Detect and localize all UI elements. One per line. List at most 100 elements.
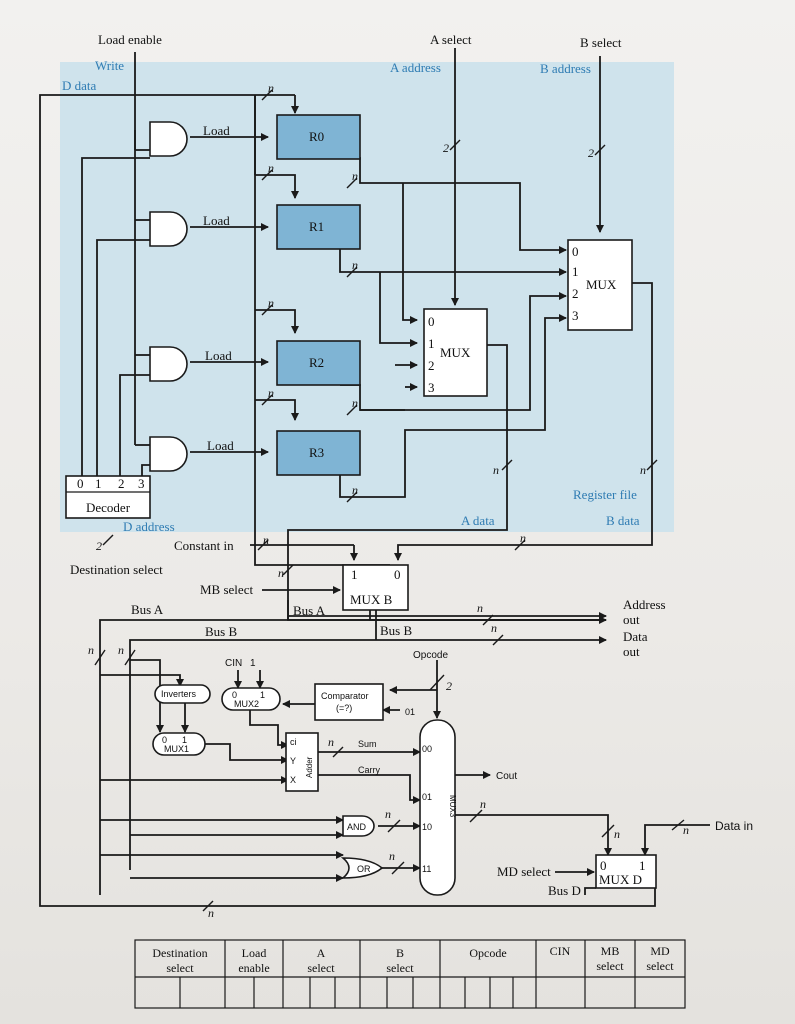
- data-in-label: Data in: [715, 819, 753, 833]
- width-2: 2: [96, 539, 102, 553]
- decoder-out3: 3: [138, 476, 145, 491]
- mux-d-label: MUX D: [599, 872, 642, 887]
- decoder-out2: 2: [118, 476, 125, 491]
- table-header-load-1: Load: [242, 946, 267, 960]
- b-data-label: B data: [606, 513, 640, 528]
- mux2-in1: 1: [260, 690, 265, 700]
- mux-a-label: MUX: [440, 345, 471, 360]
- adder-x: X: [290, 775, 296, 785]
- mux-b-in1: 1: [351, 567, 358, 582]
- comparator-label: Comparator: [321, 691, 369, 701]
- opcode-label: Opcode: [413, 650, 448, 661]
- width-2: 2: [588, 146, 594, 160]
- register-file-label: Register file: [573, 487, 637, 502]
- register-r3-label: R3: [309, 445, 324, 460]
- width-n: n: [268, 386, 274, 400]
- bus-b-label-2: Bus B: [380, 623, 412, 638]
- mux-d: [595, 854, 657, 889]
- address-out-1: Address: [623, 597, 666, 612]
- width-n: n: [480, 797, 486, 811]
- a-address-label: A address: [390, 60, 441, 75]
- mux-b-reg-in1: 1: [572, 264, 579, 279]
- load-label-r2: Load: [205, 348, 232, 363]
- width-n: n: [520, 531, 526, 545]
- width-n: n: [352, 169, 358, 183]
- or-label: OR: [357, 864, 371, 874]
- mux-d-in0: 0: [600, 858, 607, 873]
- decoder-label: Decoder: [86, 500, 131, 515]
- width-n: n: [268, 81, 274, 95]
- and-gate: [342, 815, 375, 837]
- register-r1-label: R1: [309, 219, 324, 234]
- table-header-opcode: Opcode: [469, 946, 506, 960]
- d-data-label: D data: [62, 78, 97, 93]
- mux1-label: MUX1: [164, 744, 189, 754]
- mux2-in0: 0: [232, 690, 237, 700]
- data-out-1: Data: [623, 629, 648, 644]
- width-n: n: [491, 621, 497, 635]
- register-r3: [276, 430, 361, 476]
- width-2: 2: [443, 141, 449, 155]
- width-n: n: [118, 643, 124, 657]
- mux-a-select: [423, 308, 488, 397]
- comparator-code: 01: [405, 707, 415, 717]
- table-header-md-2: select: [646, 959, 674, 973]
- width-n: n: [208, 906, 214, 920]
- mux1-in1: 1: [182, 735, 187, 745]
- width-n: n: [263, 533, 269, 547]
- width-n: n: [268, 296, 274, 310]
- mux-b-reg-in3: 3: [572, 308, 579, 323]
- mux3-code-10: 10: [422, 822, 432, 832]
- bus-a-label: Bus A: [131, 602, 164, 617]
- decoder-out0: 0: [77, 476, 84, 491]
- bus-b-label: Bus B: [205, 624, 237, 639]
- mux-b-in0: 0: [394, 567, 401, 582]
- table-header-b-2: select: [386, 961, 414, 975]
- load-enable-label: Load enable: [98, 32, 162, 47]
- write-label: Write: [95, 58, 124, 73]
- width-n: n: [88, 643, 94, 657]
- width-2: 2: [446, 679, 452, 693]
- load-label-r3: Load: [207, 438, 234, 453]
- a-data-label: A data: [461, 513, 495, 528]
- width-n: n: [352, 396, 358, 410]
- mux2: [221, 687, 281, 711]
- b-address-label: B address: [540, 61, 591, 76]
- register-r0-label: R0: [309, 129, 324, 144]
- table-header-a-2: select: [307, 961, 335, 975]
- and-label: AND: [347, 822, 367, 832]
- carry-label: Carry: [358, 765, 380, 775]
- mux3-code-11: 11: [422, 864, 431, 874]
- table-header-mb-2: select: [596, 959, 624, 973]
- table-header-dest-2: select: [166, 961, 194, 975]
- mux-a-in0: 0: [428, 314, 435, 329]
- mux-a-in2: 2: [428, 358, 435, 373]
- destination-select-label: Destination select: [70, 562, 163, 577]
- inverters-label: Inverters: [161, 689, 197, 699]
- table-header-load-2: enable: [238, 961, 269, 975]
- a-select-label: A select: [430, 32, 472, 47]
- load-label-r1: Load: [203, 213, 230, 228]
- data-out-2: out: [623, 644, 640, 659]
- register-r2-label: R2: [309, 355, 324, 370]
- width-n: n: [389, 849, 395, 863]
- mux2-label: MUX2: [234, 699, 259, 709]
- mux-b-reg-in0: 0: [572, 244, 579, 259]
- mux3: [419, 719, 456, 896]
- width-n: n: [683, 823, 689, 837]
- width-n: n: [352, 258, 358, 272]
- mux-b-select: [567, 239, 633, 331]
- register-r2: [276, 340, 361, 386]
- mux-b-reg-label: MUX: [586, 277, 617, 292]
- mux-d-in1: 1: [639, 858, 646, 873]
- width-n: n: [614, 827, 620, 841]
- address-out-2: out: [623, 612, 640, 627]
- width-n: n: [352, 483, 358, 497]
- constant-in-label: Constant in: [174, 538, 234, 553]
- md-select-label: MD select: [497, 864, 551, 879]
- mux-b: [342, 564, 409, 611]
- mux-a-in3: 3: [428, 380, 435, 395]
- cin-value: 1: [250, 658, 256, 669]
